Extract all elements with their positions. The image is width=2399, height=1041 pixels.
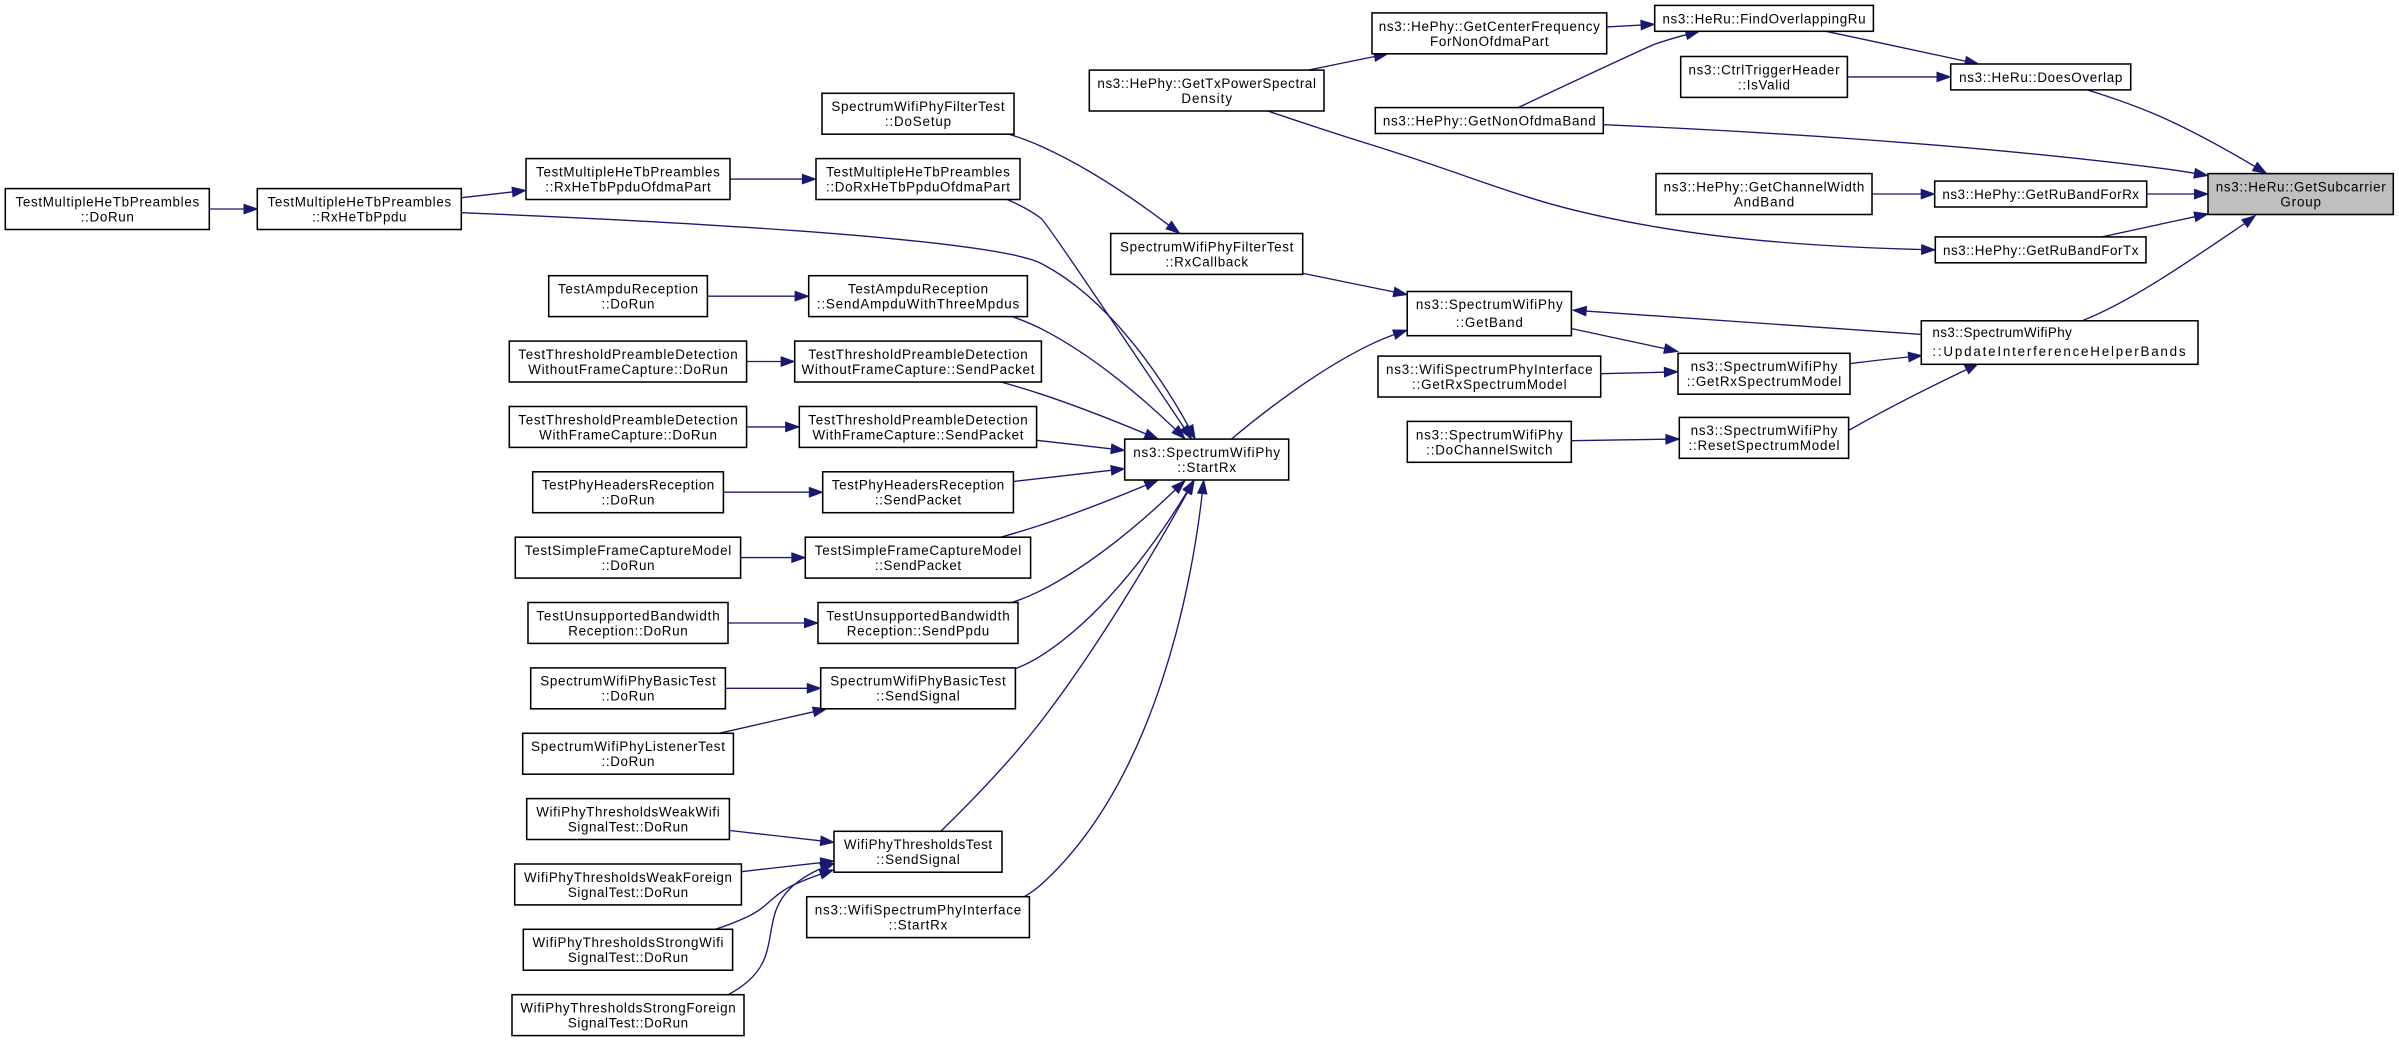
svg-text:::SendPacket: ::SendPacket <box>875 558 961 573</box>
svg-text:TestUnsupportedBandwidth: TestUnsupportedBandwidth <box>826 608 1009 623</box>
svg-text:WifiPhyThresholdsWeakWifi: WifiPhyThresholdsWeakWifi <box>536 805 720 820</box>
svg-text:::SendAmpduWithThreeMpdus: ::SendAmpduWithThreeMpdus <box>817 297 1020 312</box>
svg-text:TestUnsupportedBandwidth: TestUnsupportedBandwidth <box>536 608 719 623</box>
svg-text:SignalTest::DoRun: SignalTest::DoRun <box>568 1016 688 1031</box>
svg-text:ns3::HeRu::DoesOverlap: ns3::HeRu::DoesOverlap <box>1959 70 2122 85</box>
svg-text:::RxHeTbPpdu: ::RxHeTbPpdu <box>312 209 406 224</box>
svg-text:TestPhyHeadersReception: TestPhyHeadersReception <box>542 478 715 493</box>
svg-text:ns3::WifiSpectrumPhyInterface: ns3::WifiSpectrumPhyInterface <box>815 903 1022 918</box>
svg-text:WifiPhyThresholdsTest: WifiPhyThresholdsTest <box>844 837 993 852</box>
svg-text:::DoRun: ::DoRun <box>602 754 655 769</box>
svg-text:::DoRun: ::DoRun <box>602 493 655 508</box>
svg-text:TestMultipleHeTbPreambles: TestMultipleHeTbPreambles <box>826 165 1010 180</box>
svg-text:::DoRun: ::DoRun <box>602 689 655 704</box>
svg-text:Density: Density <box>1181 91 1232 106</box>
svg-text:ns3::CtrlTriggerHeader: ns3::CtrlTriggerHeader <box>1688 62 1840 77</box>
svg-text:::SendPacket: ::SendPacket <box>875 493 961 508</box>
svg-text:::ResetSpectrumModel: ::ResetSpectrumModel <box>1689 438 1840 453</box>
svg-text:::GetRxSpectrumModel: ::GetRxSpectrumModel <box>1687 374 1842 389</box>
svg-text:TestMultipleHeTbPreambles: TestMultipleHeTbPreambles <box>267 194 451 209</box>
svg-text:WifiPhyThresholdsStrongWifi: WifiPhyThresholdsStrongWifi <box>533 935 724 950</box>
svg-text:SpectrumWifiPhyBasicTest: SpectrumWifiPhyBasicTest <box>540 674 716 689</box>
svg-text:ns3::WifiSpectrumPhyInterface: ns3::WifiSpectrumPhyInterface <box>1386 362 1593 377</box>
svg-text:TestThresholdPreambleDetection: TestThresholdPreambleDetection <box>808 347 1028 362</box>
svg-text:::RxHeTbPpduOfdmaPart: ::RxHeTbPpduOfdmaPart <box>545 180 711 195</box>
svg-text:SpectrumWifiPhyFilterTest: SpectrumWifiPhyFilterTest <box>831 99 1005 114</box>
svg-text:::RxCallback: ::RxCallback <box>1165 254 1248 269</box>
svg-text:ns3::SpectrumWifiPhy: ns3::SpectrumWifiPhy <box>1691 423 1838 438</box>
svg-text:::DoChannelSwitch: ::DoChannelSwitch <box>1426 442 1552 457</box>
svg-text:ns3::HePhy::GetRuBandForTx: ns3::HePhy::GetRuBandForTx <box>1943 243 2139 258</box>
svg-text:::SendSignal: ::SendSignal <box>876 689 960 704</box>
svg-text:SignalTest::DoRun: SignalTest::DoRun <box>568 950 688 965</box>
svg-text:ns3::SpectrumWifiPhy: ns3::SpectrumWifiPhy <box>1932 325 2072 340</box>
svg-text:ns3::HeRu::FindOverlappingRu: ns3::HeRu::FindOverlappingRu <box>1662 11 1865 26</box>
svg-text:::DoRxHeTbPpduOfdmaPart: ::DoRxHeTbPpduOfdmaPart <box>826 180 1010 195</box>
svg-text:SpectrumWifiPhyBasicTest: SpectrumWifiPhyBasicTest <box>830 674 1006 689</box>
svg-text:TestThresholdPreambleDetection: TestThresholdPreambleDetection <box>808 412 1028 427</box>
svg-text:TestAmpduReception: TestAmpduReception <box>848 282 988 297</box>
svg-text:SpectrumWifiPhyFilterTest: SpectrumWifiPhyFilterTest <box>1120 239 1294 254</box>
svg-text:Reception::SendPpdu: Reception::SendPpdu <box>847 623 989 638</box>
svg-text:ns3::SpectrumWifiPhy: ns3::SpectrumWifiPhy <box>1416 297 1563 312</box>
svg-text:::DoRun: ::DoRun <box>602 558 655 573</box>
svg-text:::GetBand: ::GetBand <box>1456 315 1523 330</box>
svg-text:TestThresholdPreambleDetection: TestThresholdPreambleDetection <box>518 412 738 427</box>
svg-text:ns3::HePhy::GetCenterFrequency: ns3::HePhy::GetCenterFrequency <box>1379 19 1600 34</box>
svg-text:WifiPhyThresholdsStrongForeign: WifiPhyThresholdsStrongForeign <box>520 1001 735 1016</box>
svg-text:WithFrameCapture::DoRun: WithFrameCapture::DoRun <box>539 427 717 442</box>
svg-text:TestMultipleHeTbPreambles: TestMultipleHeTbPreambles <box>15 194 199 209</box>
svg-text:ns3::HePhy::GetNonOfdmaBand: ns3::HePhy::GetNonOfdmaBand <box>1383 113 1596 128</box>
svg-text:TestThresholdPreambleDetection: TestThresholdPreambleDetection <box>518 347 738 362</box>
svg-text:ns3::SpectrumWifiPhy: ns3::SpectrumWifiPhy <box>1691 359 1838 374</box>
svg-text:TestPhyHeadersReception: TestPhyHeadersReception <box>832 478 1005 493</box>
svg-text:SpectrumWifiPhyListenerTest: SpectrumWifiPhyListenerTest <box>531 739 725 754</box>
svg-text:::UpdateInterferenceHelperBand: ::UpdateInterferenceHelperBands <box>1932 344 2185 359</box>
svg-text:SignalTest::DoRun: SignalTest::DoRun <box>568 885 688 900</box>
svg-text:ForNonOfdmaPart: ForNonOfdmaPart <box>1430 34 1549 49</box>
svg-text:Reception::DoRun: Reception::DoRun <box>568 623 687 638</box>
svg-text:::StartRx: ::StartRx <box>889 918 948 933</box>
svg-text:Group: Group <box>2280 194 2321 209</box>
svg-text:::DoSetup: ::DoSetup <box>885 114 951 129</box>
svg-text:ns3::HePhy::GetTxPowerSpectral: ns3::HePhy::GetTxPowerSpectral <box>1097 76 1316 91</box>
svg-text:ns3::HePhy::GetRuBandForRx: ns3::HePhy::GetRuBandForRx <box>1942 187 2139 202</box>
svg-text:WithoutFrameCapture::SendPacke: WithoutFrameCapture::SendPacket <box>802 362 1035 377</box>
svg-text:::StartRx: ::StartRx <box>1177 460 1236 475</box>
svg-text:SignalTest::DoRun: SignalTest::DoRun <box>568 819 688 834</box>
svg-text:WithoutFrameCapture::DoRun: WithoutFrameCapture::DoRun <box>528 362 728 377</box>
svg-text:ns3::SpectrumWifiPhy: ns3::SpectrumWifiPhy <box>1416 427 1563 442</box>
svg-text:::GetRxSpectrumModel: ::GetRxSpectrumModel <box>1412 377 1567 392</box>
svg-text:ns3::HePhy::GetChannelWidth: ns3::HePhy::GetChannelWidth <box>1664 180 1865 195</box>
svg-text:::DoRun: ::DoRun <box>602 297 655 312</box>
svg-text:TestSimpleFrameCaptureModel: TestSimpleFrameCaptureModel <box>815 543 1021 558</box>
svg-text:::IsValid: ::IsValid <box>1738 77 1790 92</box>
svg-text:AndBand: AndBand <box>1734 194 1794 209</box>
svg-text:::DoRun: ::DoRun <box>81 209 134 224</box>
svg-text:TestSimpleFrameCaptureModel: TestSimpleFrameCaptureModel <box>525 543 731 558</box>
svg-text:WithFrameCapture::SendPacket: WithFrameCapture::SendPacket <box>813 427 1024 442</box>
svg-text:TestMultipleHeTbPreambles: TestMultipleHeTbPreambles <box>536 165 720 180</box>
svg-text:WifiPhyThresholdsWeakForeign: WifiPhyThresholdsWeakForeign <box>524 870 732 885</box>
svg-text:ns3::SpectrumWifiPhy: ns3::SpectrumWifiPhy <box>1133 445 1280 460</box>
svg-text:ns3::HeRu::GetSubcarrier: ns3::HeRu::GetSubcarrier <box>2216 180 2387 195</box>
svg-text:::SendSignal: ::SendSignal <box>876 852 960 867</box>
svg-text:TestAmpduReception: TestAmpduReception <box>558 282 698 297</box>
